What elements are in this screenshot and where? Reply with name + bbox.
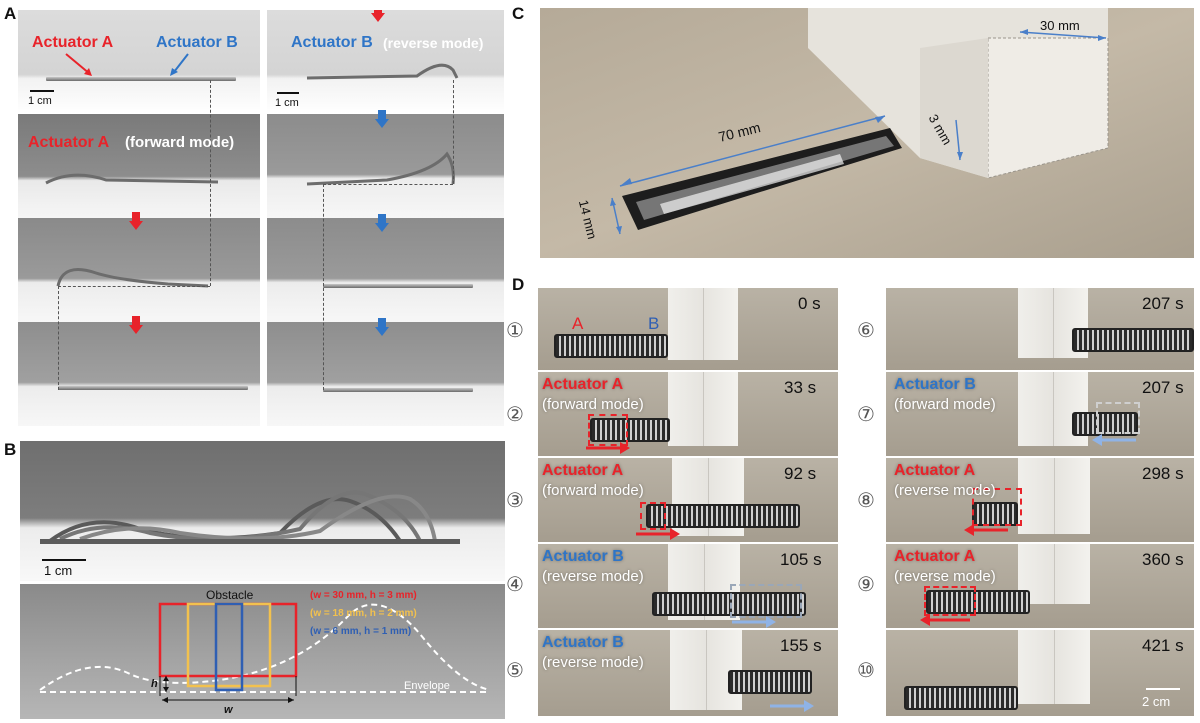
arrow-down-icon [375, 214, 389, 232]
arrow-right-icon [770, 700, 814, 712]
actuator-overlay-shapes [40, 490, 460, 544]
w-label: w [224, 704, 233, 716]
panel-label-a: A [4, 4, 17, 23]
arrow-left-icon [1092, 434, 1136, 446]
step-7-title: Actuator B [894, 376, 976, 393]
arrow-down-icon [129, 316, 143, 334]
scale-label: 1 cm [275, 97, 299, 109]
actuator-strip [323, 284, 473, 288]
panel-a-right-photo: Actuator B (reverse mode) 1 cm [267, 10, 504, 426]
step-2-cell: Actuator A (forward mode) 33 s [538, 372, 838, 456]
step-7-time: 207 s [1142, 378, 1184, 397]
step-3-cell: Actuator A (forward mode) 92 s [538, 458, 838, 542]
step-5-cell: Actuator B (reverse mode) 155 s [538, 630, 838, 716]
step-3-mode: (forward mode) [542, 482, 644, 499]
pointer-arrow-red [65, 53, 92, 76]
arrow-down-icon [375, 318, 389, 336]
step-5-title: Actuator B [542, 634, 624, 651]
label-actuator-a: Actuator A [32, 34, 114, 51]
arrow-right-icon [636, 528, 680, 540]
arrow-down-icon [371, 10, 385, 22]
step-7-number: ⑦ [857, 402, 875, 426]
actuator-strip [323, 388, 473, 392]
step-8-mode: (reverse mode) [894, 482, 996, 499]
step-8-cell: Actuator A (reverse mode) 298 s [886, 458, 1194, 542]
dim-30mm: 30 mm [1040, 18, 1080, 33]
step-9-mode: (reverse mode) [894, 568, 996, 585]
arrow-left-icon [964, 524, 1008, 536]
label-reverse-mode: (reverse mode) [383, 35, 484, 51]
legend-yellow: (w = 18 mm, h = 2 mm) [310, 608, 417, 619]
actuator-bent-2 [56, 268, 209, 288]
step-1-time: 0 s [798, 294, 821, 313]
step-6-cell: 207 s [886, 288, 1194, 370]
label-actuator-a-forward: Actuator A [28, 134, 110, 151]
step-7-cell: Actuator B (forward mode) 207 s [886, 372, 1194, 456]
step-1-cell: A B 0 s [538, 288, 838, 370]
step-8-time: 298 s [1142, 464, 1184, 483]
actuator-strip [46, 77, 236, 81]
envelope-diagram [39, 602, 491, 703]
actuator-strip [58, 386, 248, 390]
arrow-right-icon [586, 442, 630, 454]
step-6-time: 207 s [1142, 294, 1184, 313]
panel-label-b: B [4, 440, 17, 459]
panel-b-schematic: Obstacle Envelope h w (w = 30 mm, h = 3 … [20, 584, 505, 719]
label-actuator-b: Actuator B [156, 34, 238, 51]
panel-c-photo: 70 mm 14 mm 30 mm 3 mm [540, 8, 1194, 258]
legend-blue: (w = 6 mm, h = 1 mm) [310, 626, 412, 637]
scale-label: 2 cm [1142, 694, 1171, 709]
panel-b-photo: 1 cm [20, 441, 505, 581]
scale-label: 1 cm [44, 563, 73, 578]
arrow-down-icon [129, 212, 143, 230]
step-7-mode: (forward mode) [894, 396, 996, 413]
legend-red: (w = 30 mm, h = 3 mm) [310, 590, 417, 601]
step-4-time: 105 s [780, 550, 822, 569]
panel-label-d: D [512, 275, 525, 294]
arrow-down-icon [375, 110, 389, 128]
step-10-number: ⑩ [857, 658, 875, 682]
label-forward-mode: (forward mode) [125, 134, 235, 151]
step-8-number: ⑧ [857, 488, 875, 512]
step-4-title: Actuator B [542, 548, 624, 565]
obstacle-label: Obstacle [206, 588, 254, 602]
label-b: B [648, 314, 660, 333]
step-3-title: Actuator A [542, 462, 624, 479]
label-actuator-b-reverse: Actuator B [291, 34, 373, 51]
step-2-title: Actuator A [542, 376, 624, 393]
step-2-number: ② [506, 402, 524, 426]
step-1-number: ① [506, 318, 524, 342]
step-3-number: ③ [506, 488, 524, 512]
step-3-time: 92 s [784, 464, 817, 483]
label-a: A [572, 314, 584, 333]
panel-a-left-photo: Actuator A Actuator B 1 cm Actuator A (f… [18, 10, 260, 426]
step-10-time: 421 s [1142, 636, 1184, 655]
step-10-cell: 421 s 2 cm [886, 630, 1194, 716]
actuator-bent-r2 [306, 151, 455, 186]
step-5-number: ⑤ [506, 658, 524, 682]
step-4-mode: (reverse mode) [542, 568, 644, 585]
step-9-cell: Actuator A (reverse mode) 360 s [886, 544, 1194, 628]
scale-label: 1 cm [28, 95, 52, 107]
step-9-time: 360 s [1142, 550, 1184, 569]
step-9-title: Actuator A [894, 548, 976, 565]
panel-label-c: C [512, 4, 525, 23]
step-8-title: Actuator A [894, 462, 976, 479]
step-2-mode: (forward mode) [542, 396, 644, 413]
actuator-bent-r1 [306, 63, 459, 80]
step-9-number: ⑨ [857, 572, 875, 596]
actuator-and-box [610, 8, 1109, 235]
arrow-left-icon [920, 614, 970, 626]
pointer-arrow-blue [170, 53, 189, 76]
step-4-cell: Actuator B (reverse mode) 105 s [538, 544, 838, 628]
step-4-number: ④ [506, 572, 524, 596]
step-5-time: 155 s [780, 636, 822, 655]
step-2-time: 33 s [784, 378, 817, 397]
step-6-number: ⑥ [857, 318, 875, 342]
envelope-label: Envelope [404, 680, 450, 692]
step-5-mode: (reverse mode) [542, 654, 644, 671]
h-label: h [151, 678, 158, 690]
arrow-right-icon [732, 616, 776, 628]
actuator-bent-1 [45, 173, 219, 185]
